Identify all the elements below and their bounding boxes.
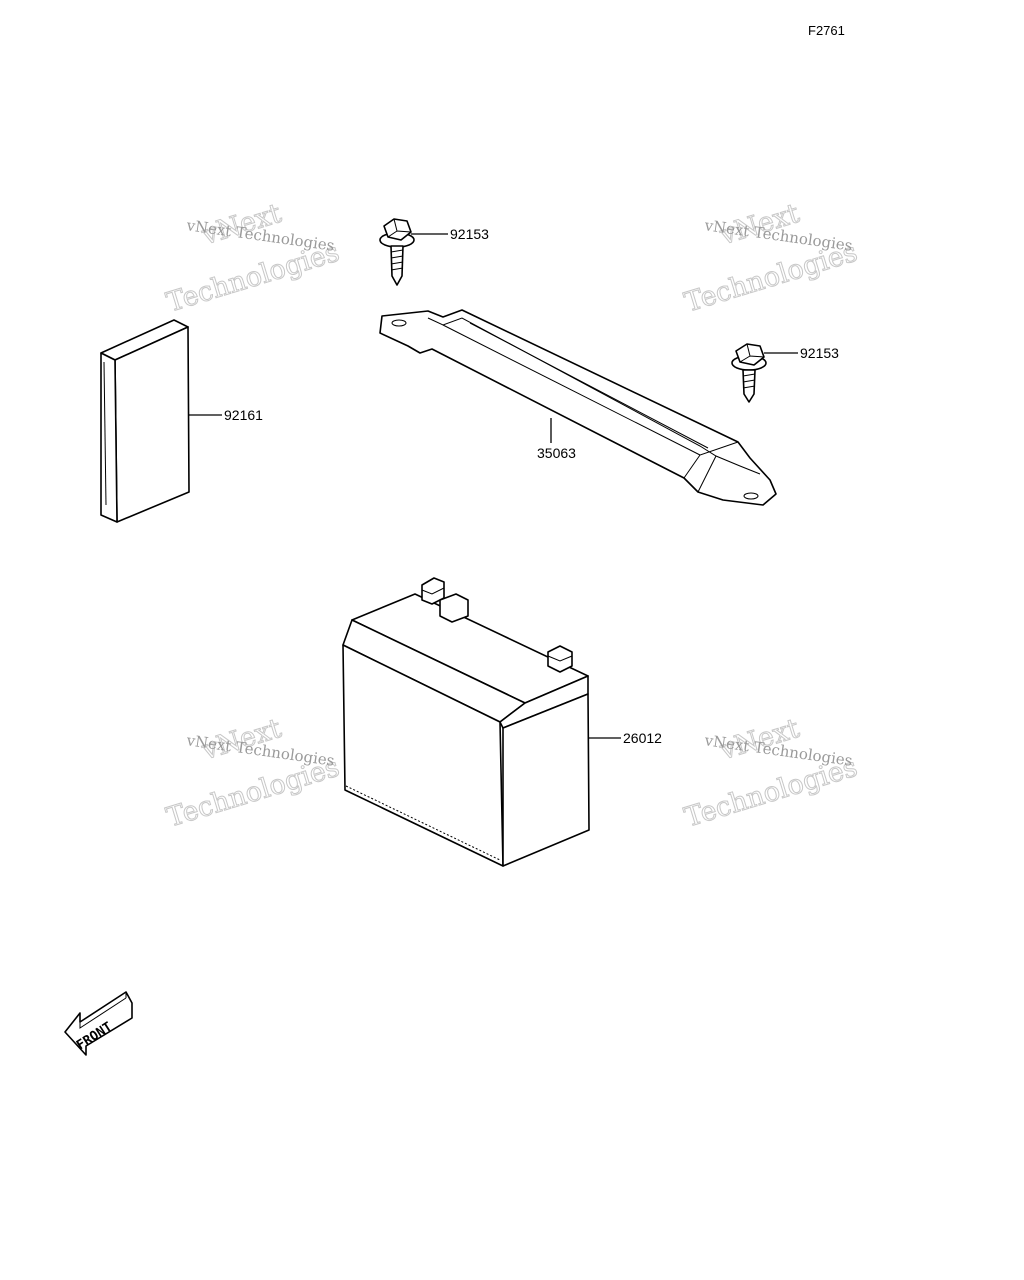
- part-label-26012: 26012: [623, 730, 662, 746]
- figure-code: F2761: [808, 23, 845, 38]
- bolt-part-top: [379, 218, 415, 286]
- pad-part: [100, 319, 190, 523]
- part-label-35063: 35063: [537, 445, 576, 461]
- watermark-bottom-left: vNext Technologies vNext Technologies: [162, 712, 343, 834]
- strap-part: [379, 309, 777, 506]
- part-label-92153-right: 92153: [800, 345, 839, 361]
- part-label-92161: 92161: [224, 407, 263, 423]
- front-arrow: FRONT: [64, 991, 133, 1056]
- watermark-top-right: vNext Technologies vNext Technologies: [680, 197, 861, 319]
- bolt-part-right: [731, 343, 767, 403]
- part-label-92153-top: 92153: [450, 226, 489, 242]
- battery-part: [342, 577, 590, 867]
- watermark-bottom-right: vNext Technologies vNext Technologies: [680, 712, 861, 834]
- watermark-top-left: vNext Technologies vNext Technologies: [162, 197, 343, 319]
